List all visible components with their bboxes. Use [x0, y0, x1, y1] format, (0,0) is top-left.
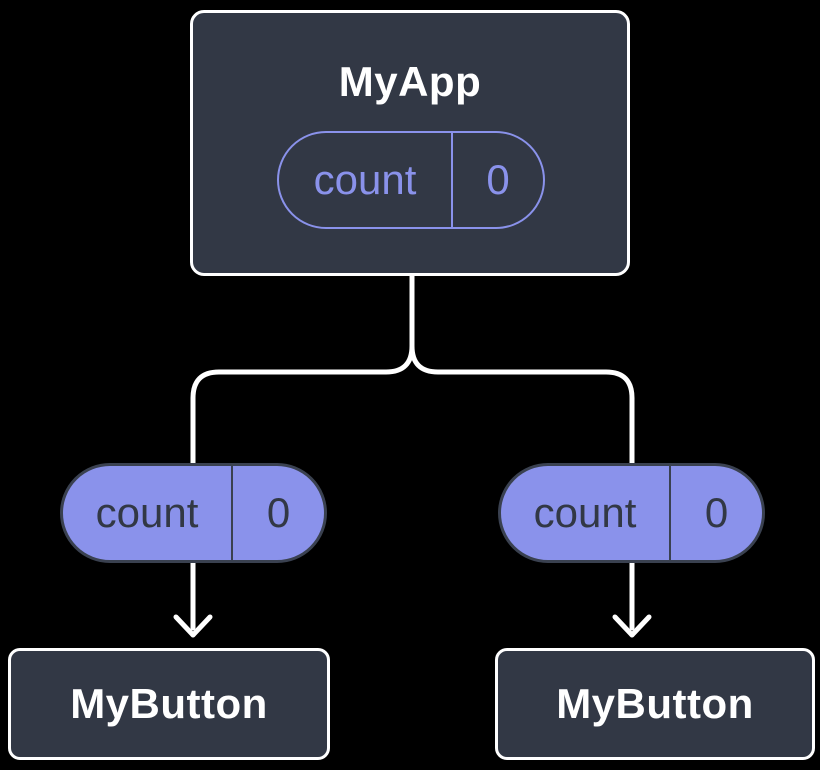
prop-pill-right: count 0	[498, 463, 765, 563]
prop-pill-left-divider	[231, 466, 233, 560]
child-component-node-right: MyButton	[495, 648, 815, 760]
prop-pill-right-name: count	[533, 489, 637, 536]
prop-arrow-right-head	[612, 614, 652, 638]
child-component-title-left: MyButton	[70, 680, 268, 727]
prop-pill-right-value: 0	[704, 489, 729, 536]
prop-pill-right-divider	[669, 466, 671, 560]
branch-connector-right	[409, 269, 635, 469]
prop-pill-left-name: count	[95, 489, 199, 536]
prop-arrow-left-head	[173, 614, 213, 638]
child-component-node-left: MyButton	[8, 648, 330, 760]
branch-connector-left	[190, 269, 415, 469]
state-pill: count 0	[277, 131, 545, 229]
child-component-title-right: MyButton	[556, 680, 754, 727]
state-pill-divider	[451, 133, 453, 227]
root-component-node: MyApp count 0	[190, 10, 630, 276]
prop-pill-left-value: 0	[266, 489, 291, 536]
state-pill-name: count	[313, 156, 417, 203]
state-pill-value: 0	[486, 156, 510, 203]
root-component-title: MyApp	[338, 58, 482, 105]
prop-pill-left: count 0	[60, 463, 327, 563]
